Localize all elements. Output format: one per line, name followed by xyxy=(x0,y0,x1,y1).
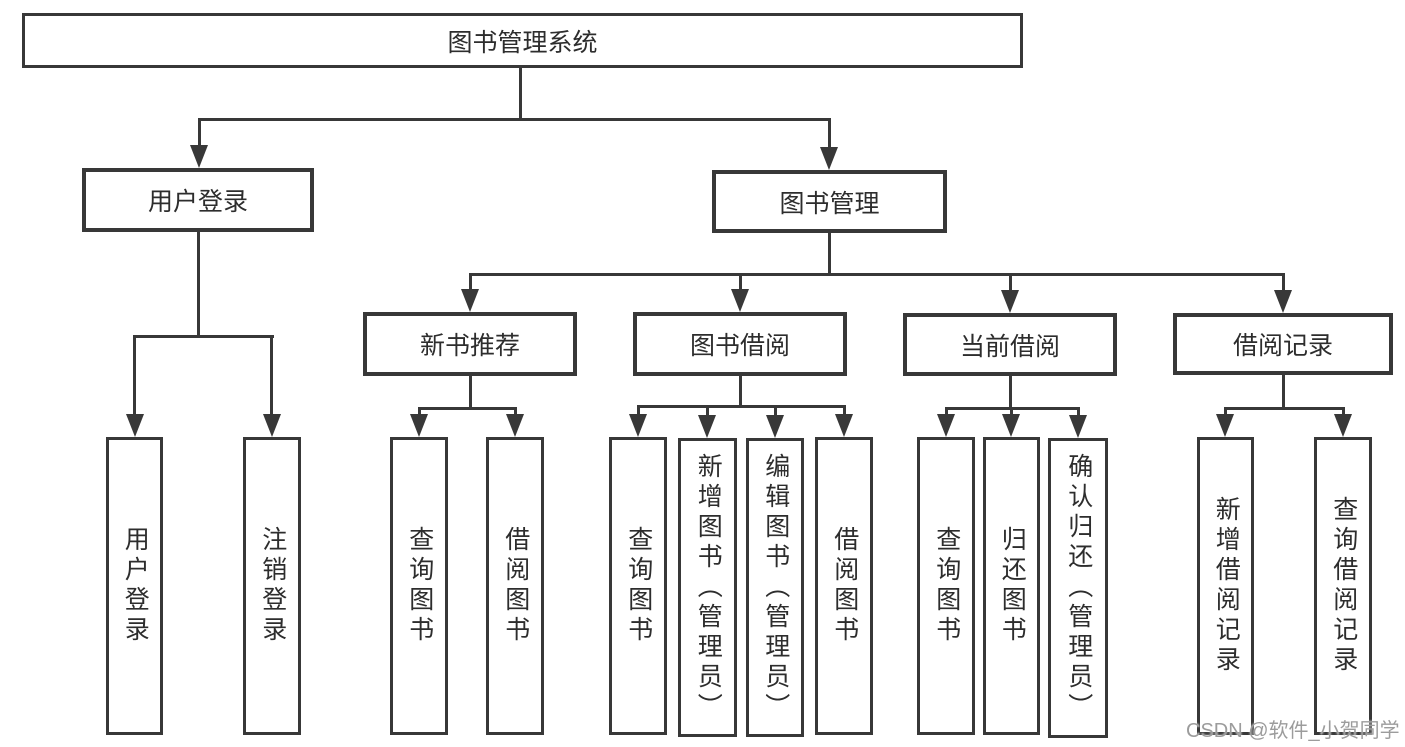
connector-drop xyxy=(513,410,517,415)
arrow-down-icon xyxy=(1002,414,1020,437)
leaf-nb-borrow-book: 借阅图书 xyxy=(486,437,544,735)
leaf-label: 查询图书 xyxy=(932,526,961,646)
node-label: 图书管理 xyxy=(779,189,880,218)
leaf-br-query-record: 查询借阅记录 xyxy=(1314,437,1372,735)
connector-drop xyxy=(417,410,421,415)
node-new-book-recommend: 新书推荐 xyxy=(363,312,577,376)
leaf-cb-query-book: 查询图书 xyxy=(917,437,975,735)
leaf-br-add-record: 新增借阅记录 xyxy=(1197,437,1254,735)
node-label: 用户登录 xyxy=(147,188,248,216)
arrow-down-icon xyxy=(698,415,716,438)
leaf-label: 注销登录 xyxy=(258,526,287,646)
arrow-down-icon xyxy=(835,414,853,437)
arrow-down-icon xyxy=(461,289,479,312)
connector-current-borrow-stem xyxy=(1008,376,1012,410)
leaf-bb-query-book: 查询图书 xyxy=(609,437,667,735)
leaf-label: 归还图书 xyxy=(998,526,1027,646)
node-book-management: 图书管理 xyxy=(712,170,947,233)
leaf-label: 新增图书（管理员） xyxy=(694,452,723,723)
connector-drop xyxy=(842,408,846,415)
leaf-bb-edit-book-admin: 编辑图书（管理员） xyxy=(746,438,804,737)
arrow-down-icon xyxy=(1216,414,1234,437)
connector-drop xyxy=(705,408,709,415)
leaf-label: 查询图书 xyxy=(405,526,434,646)
leaf-user-login: 用户登录 xyxy=(106,437,163,735)
connector-book-management-stem xyxy=(827,233,831,276)
node-label: 当前借阅 xyxy=(959,332,1060,361)
arrow-down-icon xyxy=(506,414,524,437)
connector-book-management-rail xyxy=(468,273,1285,276)
connector-borrow-records-stem xyxy=(1281,375,1285,410)
connector-user-login-rail xyxy=(133,335,274,338)
arrow-down-icon xyxy=(820,147,838,170)
arrow-down-icon xyxy=(262,414,281,437)
connector-drop-current-borrow xyxy=(1008,276,1012,290)
leaf-label: 确认归还（管理员） xyxy=(1064,453,1093,723)
arrow-down-icon xyxy=(1274,290,1292,313)
leaf-label: 借阅图书 xyxy=(830,526,859,646)
connector-new-book-rail xyxy=(417,407,517,410)
leaf-cb-return-book: 归还图书 xyxy=(983,437,1040,735)
connector-drop xyxy=(944,410,948,415)
leaf-nb-query-book: 查询图书 xyxy=(390,437,448,735)
connector-drop xyxy=(1076,410,1080,415)
arrow-down-icon xyxy=(766,415,784,438)
leaf-bb-add-book-admin: 新增图书（管理员） xyxy=(678,438,737,737)
leaf-logout: 注销登录 xyxy=(243,437,301,735)
leaf-label: 用户登录 xyxy=(121,526,150,646)
connector-borrow-records-rail xyxy=(1223,407,1345,410)
arrow-down-icon xyxy=(1069,415,1087,438)
connector-drop-leaf-logout xyxy=(270,338,273,414)
arrow-down-icon xyxy=(629,414,647,437)
connector-book-borrow-rail xyxy=(636,405,846,408)
connector-new-book-stem xyxy=(468,376,472,410)
connector-current-borrow-rail xyxy=(944,407,1080,410)
node-borrow-records: 借阅记录 xyxy=(1173,313,1393,375)
node-label: 图书管理系统 xyxy=(447,28,598,57)
connector-drop xyxy=(1341,410,1345,415)
arrow-down-icon xyxy=(410,414,428,437)
connector-book-borrow-stem xyxy=(738,376,742,408)
connector-user-login-stem xyxy=(196,232,200,338)
leaf-cb-confirm-return-admin: 确认归还（管理员） xyxy=(1048,438,1108,738)
connector-drop xyxy=(1223,410,1227,415)
leaf-label: 查询图书 xyxy=(624,526,653,646)
node-book-borrow: 图书借阅 xyxy=(633,312,847,376)
connector-drop xyxy=(636,408,640,415)
leaf-label: 查询借阅记录 xyxy=(1329,496,1358,676)
connector-drop-leaf-login xyxy=(133,338,136,414)
connector-drop xyxy=(1009,410,1013,415)
csdn-watermark: CSDN @软件_小贺同学 xyxy=(1186,720,1400,742)
node-library-management-system: 图书管理系统 xyxy=(22,13,1023,68)
connector-drop-new-book xyxy=(468,276,472,290)
leaf-label: 新增借阅记录 xyxy=(1212,496,1241,676)
arrow-down-icon xyxy=(937,414,955,437)
connector-drop-book-borrow xyxy=(738,276,742,290)
connector-drop-user-login xyxy=(197,121,201,147)
arrow-down-icon xyxy=(125,414,144,437)
node-current-borrow: 当前借阅 xyxy=(903,313,1117,376)
node-user-login: 用户登录 xyxy=(82,168,314,232)
node-label: 图书借阅 xyxy=(689,332,790,360)
connector-drop-book-management xyxy=(827,121,831,149)
connector-drop xyxy=(773,408,777,415)
leaf-label: 编辑图书（管理员） xyxy=(761,452,790,723)
arrow-down-icon xyxy=(1001,290,1019,313)
leaf-label: 借阅图书 xyxy=(501,526,530,646)
arrow-down-icon xyxy=(731,289,749,312)
connector-root-rail xyxy=(197,118,831,121)
arrow-down-icon xyxy=(1334,414,1352,437)
node-label: 新书推荐 xyxy=(419,332,520,360)
connector-root-stem xyxy=(518,68,522,121)
arrow-down-icon xyxy=(190,145,208,168)
leaf-bb-borrow-book: 借阅图书 xyxy=(815,437,873,735)
node-label: 借阅记录 xyxy=(1232,332,1333,360)
connector-drop-borrow-records xyxy=(1281,276,1285,291)
